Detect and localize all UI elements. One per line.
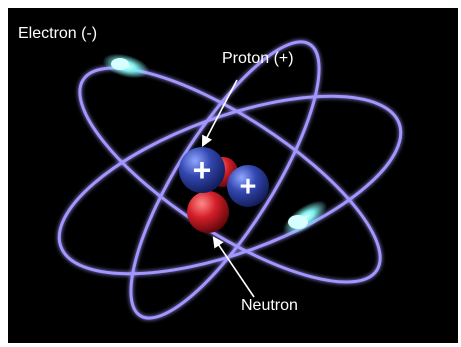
plus-sign-right: + [240, 171, 257, 203]
electron-top-left [102, 53, 150, 79]
electron-label: Electron (-) [18, 25, 98, 42]
electron-right [282, 200, 328, 236]
proton-arrow [201, 79, 238, 147]
nucleus: + + [179, 147, 269, 233]
orbit-3 [129, 40, 321, 320]
proton-right [227, 165, 269, 207]
neutron-arrow [212, 236, 255, 298]
neutron [187, 191, 229, 233]
proton-label: Proton (+) [222, 50, 294, 67]
proton-left [179, 147, 225, 193]
plus-sign-left: + [193, 152, 212, 188]
neutron-label: Neutron [241, 297, 298, 314]
